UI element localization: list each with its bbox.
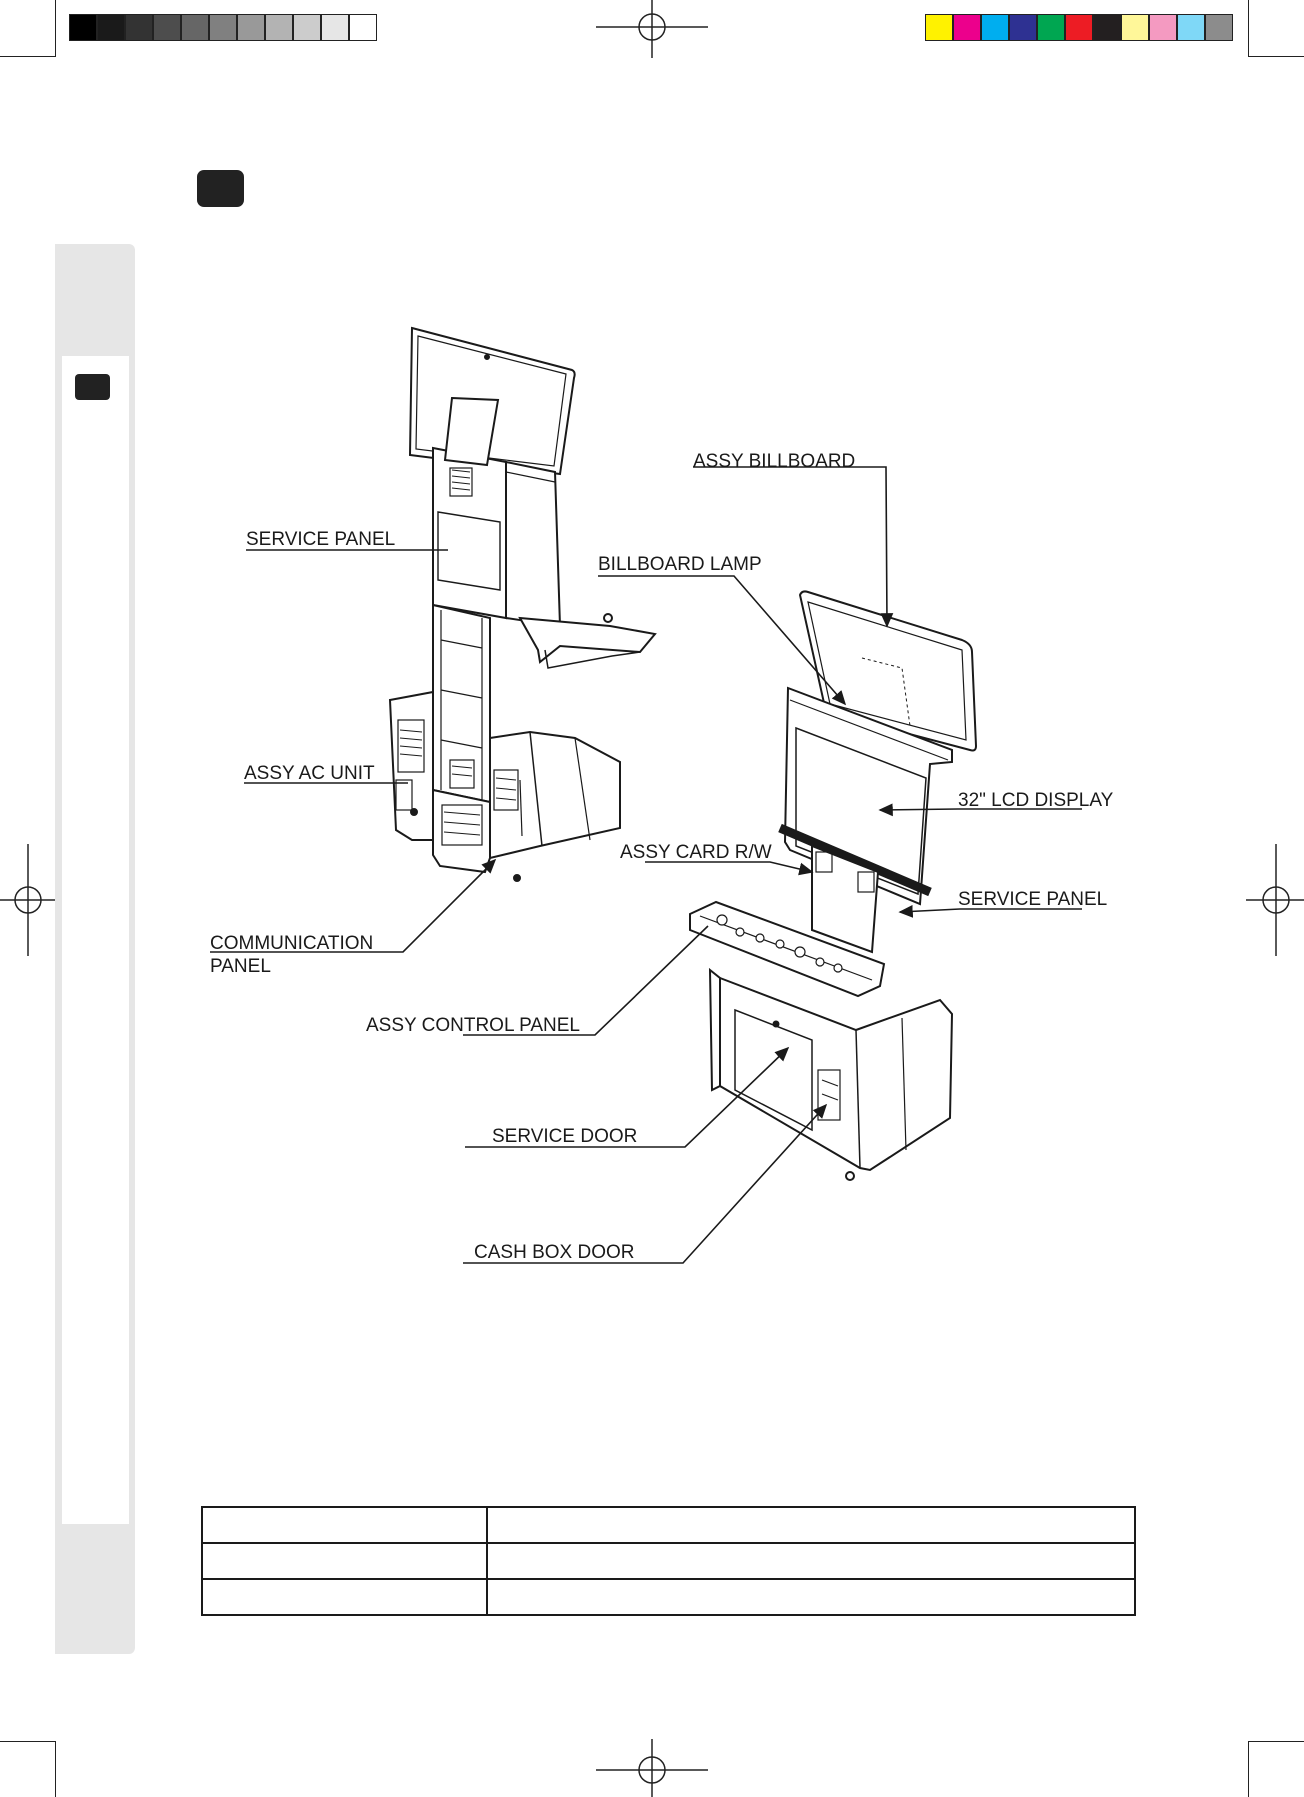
color-swatch — [1065, 14, 1093, 41]
chapter-sidebar-edge — [129, 356, 135, 1524]
color-swatch — [153, 14, 181, 41]
chapter-tab-badge — [75, 374, 110, 400]
label-service-panel-front: SERVICE PANEL — [958, 889, 1107, 910]
chapter-sidebar-bottom — [55, 1524, 135, 1654]
table-cell — [201, 1578, 488, 1616]
front-cabinet-drawing — [689, 590, 978, 1181]
color-swatch — [97, 14, 125, 41]
color-swatch — [125, 14, 153, 41]
leader-lines — [210, 466, 1082, 1264]
label-service-panel-rear: SERVICE PANEL — [246, 529, 395, 550]
table-cell — [486, 1578, 1136, 1616]
color-swatch — [237, 14, 265, 41]
color-swatch — [209, 14, 237, 41]
label-lcd-display: 32" LCD DISPLAY — [958, 790, 1114, 811]
table-cell — [201, 1542, 488, 1580]
color-swatch — [265, 14, 293, 41]
color-swatch — [1009, 14, 1037, 41]
label-assy-control-panel: ASSY CONTROL PANEL — [366, 1015, 580, 1036]
color-swatch — [321, 14, 349, 41]
crop-mark — [0, 1741, 56, 1742]
color-swatch — [925, 14, 953, 41]
label-assy-card-rw: ASSY CARD R/W — [620, 842, 772, 863]
color-swatch — [953, 14, 981, 41]
crop-mark — [1248, 56, 1304, 57]
table-row — [201, 1506, 1136, 1544]
crop-mark — [55, 0, 56, 56]
label-communication-panel: COMMUNICATION — [210, 933, 373, 954]
color-swatch — [349, 14, 377, 41]
label-cash-box-door: CASH BOX DOOR — [474, 1242, 634, 1263]
color-swatch — [981, 14, 1009, 41]
table-cell — [486, 1506, 1136, 1544]
figure-labels: SERVICE PANEL ASSY AC UNIT COMMUNICATION… — [210, 451, 1114, 1263]
table-row — [201, 1578, 1136, 1616]
label-communication-panel-line2: PANEL — [210, 956, 271, 977]
registration-mark-left — [0, 844, 58, 956]
registration-mark-bottom — [596, 1739, 708, 1797]
crop-mark — [0, 56, 56, 57]
chapter-sidebar-strip — [55, 244, 62, 1654]
rear-cabinet-drawing — [388, 326, 657, 882]
color-swatch — [181, 14, 209, 41]
specification-table — [201, 1506, 1136, 1616]
table-row — [201, 1542, 1136, 1580]
chapter-sidebar-body — [62, 356, 129, 1524]
label-billboard-lamp: BILLBOARD LAMP — [598, 554, 762, 575]
label-service-door: SERVICE DOOR — [492, 1126, 637, 1147]
chapter-sidebar-top — [55, 244, 135, 356]
table-cell — [486, 1542, 1136, 1580]
color-swatch — [1037, 14, 1065, 41]
crop-mark — [1248, 0, 1249, 56]
color-swatch — [293, 14, 321, 41]
crop-mark — [1248, 1741, 1249, 1797]
color-swatch — [69, 14, 97, 41]
color-swatch — [1177, 14, 1205, 41]
color-swatch — [1149, 14, 1177, 41]
label-assy-billboard: ASSY BILLBOARD — [693, 451, 855, 472]
color-swatch — [1205, 14, 1233, 41]
registration-mark-right — [1246, 844, 1304, 956]
color-swatch — [1121, 14, 1149, 41]
registration-mark-top — [596, 0, 708, 58]
section-number-badge — [197, 170, 244, 207]
label-assy-ac-unit: ASSY AC UNIT — [244, 763, 375, 784]
color-swatch — [1093, 14, 1121, 41]
crop-mark — [1248, 1741, 1304, 1742]
crop-mark — [55, 1741, 56, 1797]
table-cell — [201, 1506, 488, 1544]
